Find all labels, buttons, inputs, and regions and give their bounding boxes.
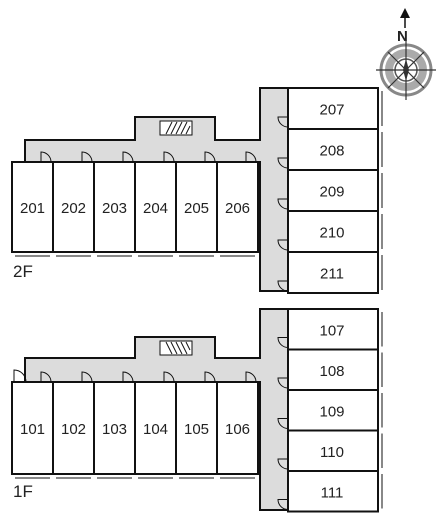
door-icon — [277, 458, 289, 470]
floor-label: 1F — [13, 482, 33, 501]
unit-108: 108 — [277, 348, 383, 391]
right-unit-row: 207 208 209 210 211 — [277, 87, 383, 294]
unit-number: 106 — [225, 421, 250, 438]
unit-207: 207 — [277, 87, 383, 130]
door-icon — [122, 151, 134, 163]
door-icon — [163, 371, 175, 383]
unit-209: 209 — [277, 169, 383, 212]
unit-number: 206 — [225, 200, 250, 217]
corridor — [24, 87, 289, 292]
unit-number: 205 — [184, 200, 209, 217]
unit-210: 210 — [277, 210, 383, 253]
door-icon — [13, 369, 27, 383]
unit-number: 210 — [319, 225, 344, 242]
left-unit-row: 201 202 203 204 205 206 — [11, 151, 259, 257]
unit-room — [134, 381, 177, 475]
door-icon — [277, 499, 289, 510]
door-icon — [277, 239, 289, 251]
unit-102: 102 — [52, 371, 95, 479]
stair-icon — [159, 120, 193, 136]
unit-room — [287, 210, 379, 253]
door-icon — [277, 337, 289, 348]
unit-106: 106 — [216, 371, 259, 479]
unit-101: 101 — [11, 371, 54, 479]
door-icon — [204, 371, 216, 383]
unit-number: 201 — [20, 200, 45, 217]
door-icon — [81, 371, 93, 383]
floor-1f: 101 102 103 104 105 106 107 108 109 110 111 1F — [11, 308, 383, 513]
door-icon — [122, 371, 134, 383]
door-icon — [245, 371, 257, 383]
unit-number: 103 — [102, 421, 127, 438]
door-icon — [277, 198, 289, 210]
unit-107: 107 — [277, 308, 383, 351]
unit-number: 202 — [61, 200, 86, 217]
unit-number: 204 — [143, 200, 168, 217]
unit-room — [175, 381, 218, 475]
unit-109: 109 — [277, 389, 383, 432]
door-icon — [245, 151, 257, 163]
left-unit-row: 101 102 103 104 105 106 — [11, 371, 259, 479]
unit-number: 107 — [319, 322, 344, 339]
door-icon — [40, 371, 52, 383]
unit-number: 102 — [61, 421, 86, 438]
unit-number: 203 — [102, 200, 127, 217]
unit-110: 110 — [277, 429, 383, 472]
right-unit-row: 107 108 109 110 111 — [277, 308, 383, 513]
door-icon — [277, 116, 289, 128]
unit-204: 204 — [134, 151, 177, 257]
unit-number: 104 — [143, 421, 168, 438]
door-icon — [277, 280, 289, 292]
door-icon — [81, 151, 93, 163]
door-icon — [40, 151, 52, 163]
unit-105: 105 — [175, 371, 218, 479]
unit-room — [287, 470, 379, 513]
compass-icon: N — [376, 8, 436, 100]
unit-number: 111 — [321, 484, 344, 501]
unit-208: 208 — [277, 128, 383, 171]
stair-icon — [159, 340, 193, 356]
unit-number: 211 — [320, 266, 344, 283]
unit-202: 202 — [52, 151, 95, 257]
unit-103: 103 — [93, 371, 136, 479]
unit-room — [134, 161, 177, 253]
unit-number: 110 — [320, 444, 344, 461]
door-icon — [163, 151, 175, 163]
door-icon — [277, 377, 289, 389]
unit-room — [287, 389, 379, 432]
corridor — [24, 308, 289, 511]
unit-room — [175, 161, 218, 253]
unit-room — [216, 161, 259, 253]
unit-room — [287, 169, 379, 212]
unit-room — [287, 251, 379, 294]
unit-room — [216, 381, 259, 475]
door-icon — [277, 157, 289, 169]
unit-room — [287, 429, 379, 472]
unit-number: 208 — [319, 143, 344, 160]
unit-205: 205 — [175, 151, 218, 257]
unit-number: 207 — [319, 102, 344, 119]
unit-201: 201 — [11, 151, 54, 257]
compass-north-label: N — [397, 28, 408, 45]
unit-number: 105 — [184, 421, 209, 438]
unit-203: 203 — [93, 151, 136, 257]
unit-206: 206 — [216, 151, 259, 257]
unit-number: 209 — [319, 184, 344, 201]
door-icon — [277, 418, 289, 429]
unit-104: 104 — [134, 371, 177, 479]
unit-211: 211 — [277, 251, 383, 294]
unit-111: 111 — [277, 470, 383, 513]
unit-room — [52, 381, 95, 475]
unit-number: 108 — [319, 363, 344, 380]
floor-2f: 201 202 203 204 205 206 207 208 209 210 211 2F — [11, 87, 383, 294]
unit-number: 101 — [20, 421, 45, 438]
unit-number: 109 — [319, 403, 344, 420]
floor-label: 2F — [13, 262, 33, 281]
door-icon — [204, 151, 216, 163]
